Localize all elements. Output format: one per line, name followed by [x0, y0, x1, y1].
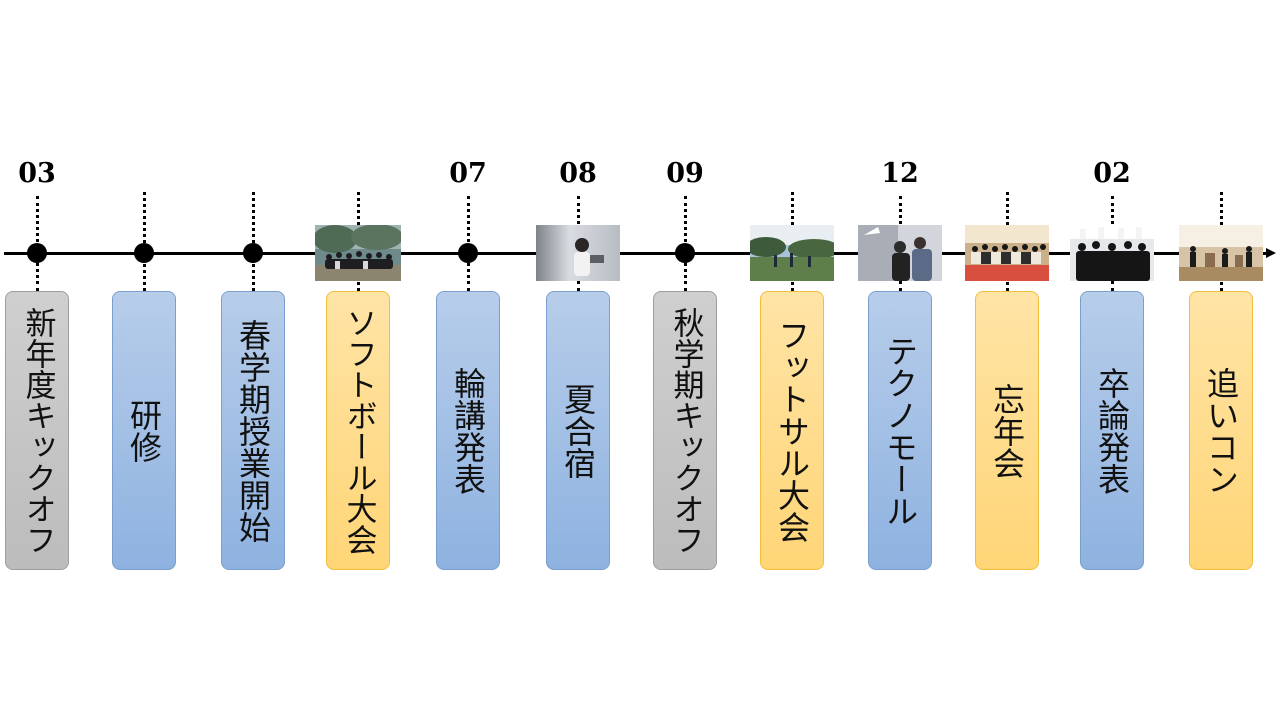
timeline-dot — [134, 243, 154, 263]
event-photo — [750, 225, 834, 281]
event-card: 輪講発表 — [436, 291, 500, 570]
event-label: 夏合宿 — [559, 382, 597, 479]
event-card: 研修 — [112, 291, 176, 570]
month-label: 08 — [559, 158, 597, 189]
event-photo — [858, 225, 942, 281]
event-label: 研修 — [125, 398, 163, 463]
timeline-dot — [458, 243, 478, 263]
month-label: 07 — [449, 158, 487, 189]
event-label: 忘年会 — [988, 382, 1026, 479]
timeline-dot — [27, 243, 47, 263]
event-label: 春学期授業開始 — [234, 318, 272, 543]
event-card: 忘年会 — [975, 291, 1039, 570]
event-card: 追いコン — [1189, 291, 1253, 570]
event-label: 秋学期キックオフ — [667, 306, 704, 555]
timeline-dot — [675, 243, 695, 263]
event-label: 輪講発表 — [449, 366, 487, 495]
timeline-arrow-head — [1266, 248, 1276, 258]
event-label: 卒論発表 — [1093, 366, 1131, 495]
event-label: 追いコン — [1202, 366, 1240, 495]
event-card: フットサル大会 — [760, 291, 824, 570]
timeline-tick — [143, 192, 146, 291]
timeline-tick — [252, 192, 255, 291]
event-card: 夏合宿 — [546, 291, 610, 570]
event-card: 新年度キックオフ — [5, 291, 69, 570]
event-label: ソフトボール大会 — [340, 306, 377, 555]
event-photo — [315, 225, 401, 281]
event-card: 秋学期キックオフ — [653, 291, 717, 570]
month-label: 03 — [18, 158, 56, 189]
event-card: ソフトボール大会 — [326, 291, 390, 570]
month-label: 12 — [881, 158, 919, 189]
timeline-axis — [4, 252, 1268, 255]
event-photo — [1179, 225, 1263, 281]
event-card: 春学期授業開始 — [221, 291, 285, 570]
timeline-dot — [243, 243, 263, 263]
event-label: テクノモール — [881, 334, 919, 527]
event-photo — [536, 225, 620, 281]
month-label: 09 — [666, 158, 704, 189]
event-label: フットサル大会 — [773, 318, 811, 543]
month-label: 02 — [1093, 158, 1131, 189]
event-card: 卒論発表 — [1080, 291, 1144, 570]
event-label: 新年度キックオフ — [19, 306, 56, 555]
event-photo — [1070, 225, 1154, 281]
event-photo — [965, 225, 1049, 281]
event-card: テクノモール — [868, 291, 932, 570]
